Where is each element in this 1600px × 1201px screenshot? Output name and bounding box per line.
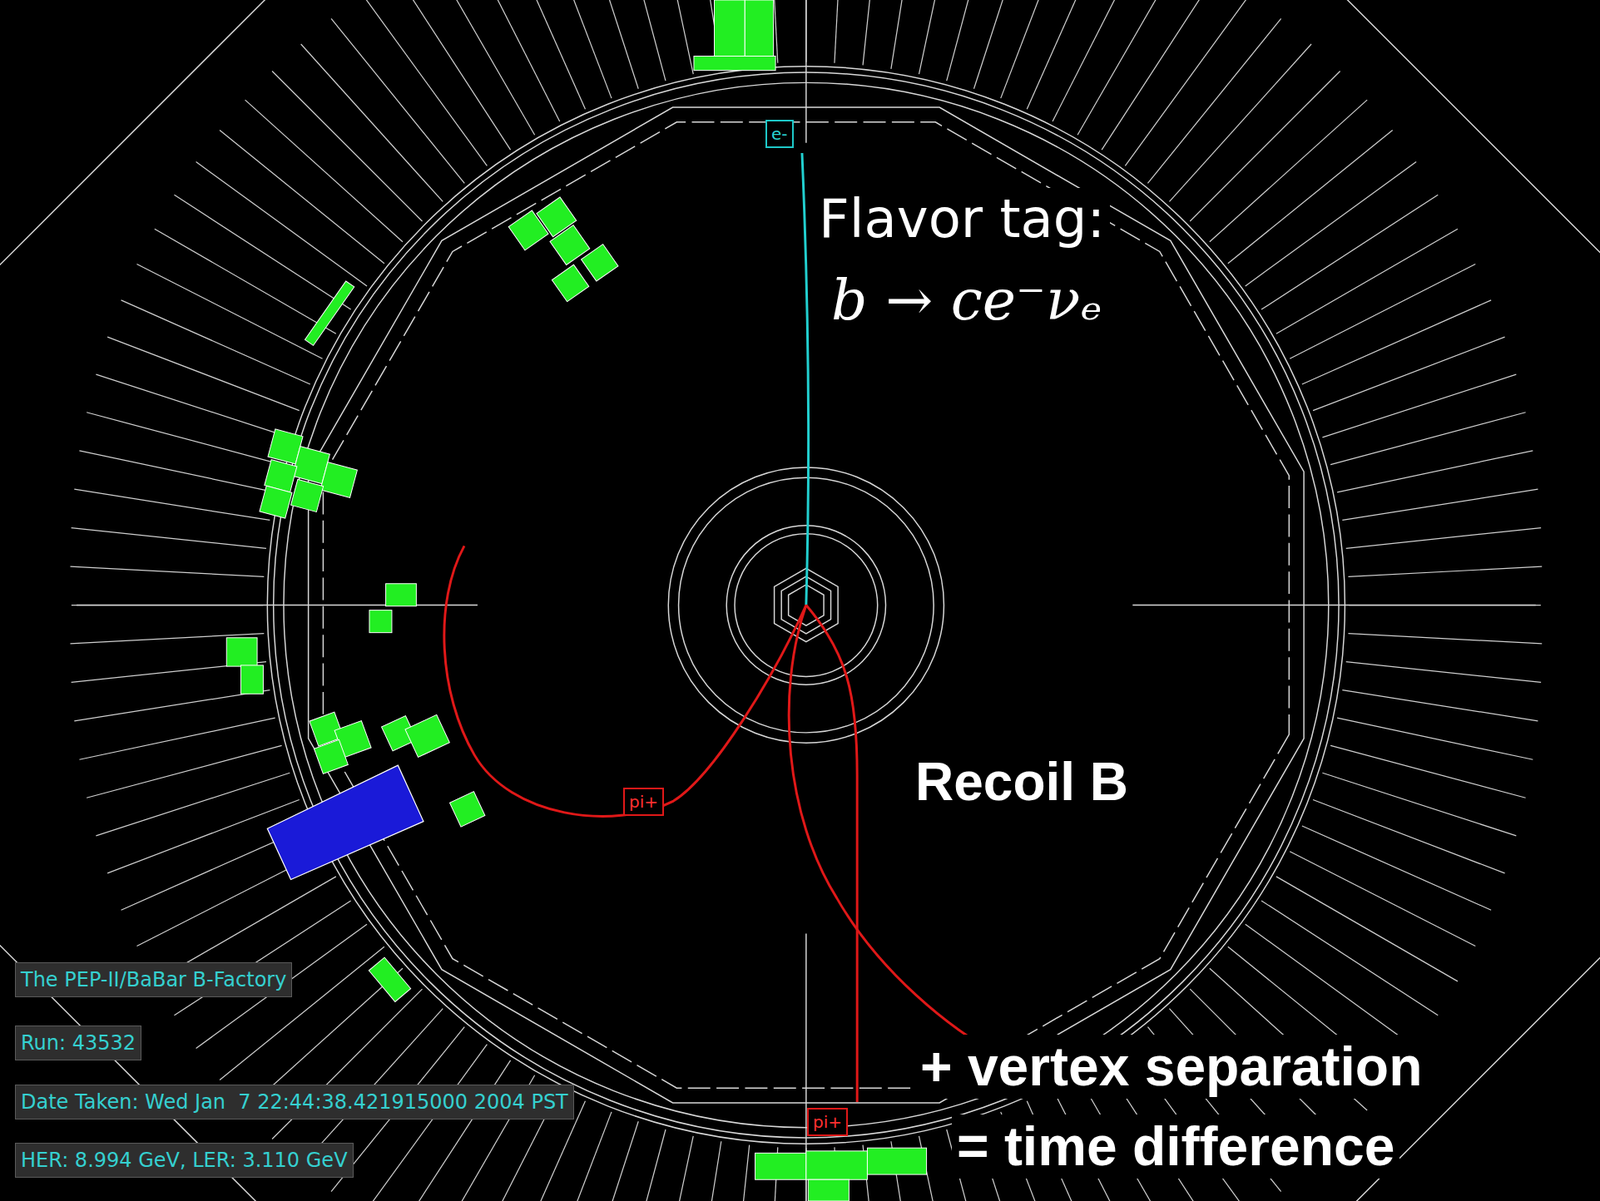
- info-panel: The PEP-II/BaBar B-Factory: [14, 962, 293, 998]
- info-text: Run: 43532: [20, 1030, 136, 1056]
- info-text: Date Taken: Wed Jan 7 22:44:38.421915000…: [20, 1089, 569, 1115]
- annotation: + vertex separation: [915, 1035, 1427, 1100]
- info-text: HER: 8.994 GeV, LER: 3.110 GeV: [20, 1148, 348, 1174]
- info-panel: Date Taken: Wed Jan 7 22:44:38.421915000…: [14, 1084, 575, 1120]
- annotation: = time difference: [951, 1114, 1400, 1179]
- decay-formula: b → ce⁻νₑ: [826, 267, 1108, 334]
- track-label: pi+: [807, 1108, 848, 1137]
- info-panel: HER: 8.994 GeV, LER: 3.110 GeV: [14, 1143, 354, 1179]
- calorimeter: [69, 0, 1542, 1201]
- annotation: Recoil B: [910, 751, 1134, 813]
- energy-clusters: [226, 0, 927, 1201]
- particle-name: pi+: [629, 792, 659, 812]
- annotation: Flavor tag:: [813, 188, 1110, 250]
- particle-name: e-: [771, 124, 788, 144]
- photon-cluster: [267, 765, 424, 880]
- info-panel: Run: 43532: [14, 1025, 142, 1061]
- info-text: The PEP-II/BaBar B-Factory: [20, 967, 287, 993]
- track-label: pi+: [623, 787, 664, 817]
- particle-name: pi+: [812, 1113, 843, 1132]
- track-label: e-: [765, 119, 794, 149]
